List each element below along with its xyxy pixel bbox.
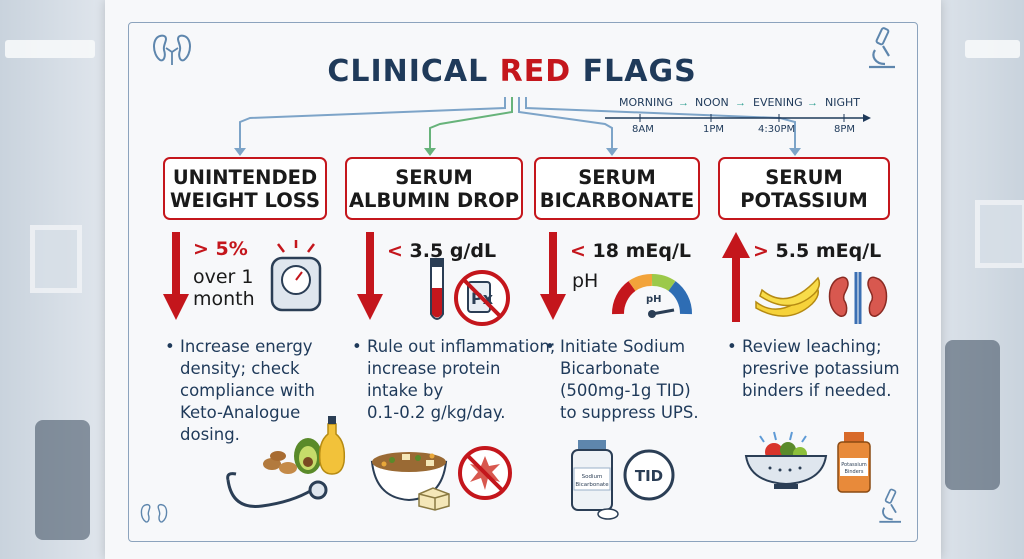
threshold-albumin: < 3.5 g/dL bbox=[387, 240, 497, 262]
timeline-label: EVENING bbox=[753, 96, 803, 109]
timeline-axis bbox=[605, 114, 871, 122]
flag-albumin-box: SERUM ALBUMIN DROP bbox=[345, 157, 523, 220]
nuts-avocado-oil-icon bbox=[263, 416, 346, 475]
ph-label: pH bbox=[572, 270, 599, 292]
kidney-icon bbox=[153, 34, 191, 65]
ceiling-light bbox=[5, 40, 95, 58]
timeline-label: NIGHT bbox=[825, 96, 860, 109]
action-weight-loss: • Increase energy density; check complia… bbox=[165, 337, 315, 444]
potassium-bottle-label-2: Binders bbox=[845, 469, 864, 475]
microscope-icon bbox=[869, 27, 895, 69]
ph-gauge-label: pH bbox=[646, 294, 662, 305]
threshold-subtext: over 1 month bbox=[193, 266, 255, 310]
flag-weight-loss-box: UNINTENDED WEIGHT LOSS bbox=[163, 157, 327, 220]
kidney-icon bbox=[828, 272, 888, 324]
microscope-icon bbox=[879, 488, 901, 523]
no-medication-icon: Px bbox=[454, 270, 510, 326]
bullet-dot: • bbox=[545, 337, 555, 356]
scale-icon bbox=[270, 240, 322, 312]
timeline-time: 4:30PM bbox=[758, 124, 796, 135]
flag-bicarbonate-box: SERUM BICARBONATE bbox=[534, 157, 700, 220]
action-albumin: • Rule out inflammation; increase protei… bbox=[352, 337, 556, 422]
colander-vegetables-icon bbox=[744, 431, 828, 489]
arrow-right-icon: → bbox=[678, 97, 689, 109]
ph-gauge-icon: pH bbox=[612, 274, 692, 318]
timeline-time: 8AM bbox=[632, 124, 654, 135]
threshold-bicarbonate: < 18 mEq/L bbox=[570, 240, 692, 262]
stethoscope-icon bbox=[226, 472, 328, 508]
banana-icon bbox=[755, 276, 821, 317]
arrow-down-icon bbox=[540, 232, 566, 320]
wall-frame bbox=[30, 225, 82, 293]
kidney-icon bbox=[140, 503, 168, 523]
timeline-label: MORNING bbox=[619, 96, 674, 109]
tofu-icon bbox=[418, 487, 450, 511]
arrow-right-icon: → bbox=[735, 97, 746, 109]
potassium-bottle-label-1: Potassium bbox=[841, 462, 867, 468]
dosing-timeline: MORNING → NOON → EVENING → NIGHT 8AM 1PM… bbox=[605, 96, 880, 146]
bullet-dot: • bbox=[352, 337, 362, 356]
sodium-bicarbonate-bottle-icon: Sodium Bicarbonate bbox=[571, 440, 619, 520]
action-potassium: • Review leaching; presrive potassium bi… bbox=[727, 337, 900, 400]
threshold-potassium: > 5.5 mEq/L bbox=[753, 240, 882, 262]
timeline-label: NOON bbox=[695, 96, 729, 109]
no-inflammation-icon bbox=[458, 446, 512, 500]
arrow-right-icon: → bbox=[807, 97, 818, 109]
arrow-down-icon bbox=[357, 232, 383, 320]
bullet-dot: • bbox=[727, 337, 737, 356]
arrow-down-icon bbox=[163, 232, 189, 320]
timeline-time: 8PM bbox=[834, 124, 856, 135]
sodium-bottle-label-1: Sodium bbox=[582, 474, 603, 480]
arrow-up-icon bbox=[722, 232, 750, 322]
potassium-binders-bottle-icon: Potassium Binders bbox=[837, 432, 871, 493]
timeline-time: 1PM bbox=[703, 124, 725, 135]
chair bbox=[945, 340, 1000, 490]
test-tube-icon bbox=[430, 258, 444, 320]
chair bbox=[35, 420, 90, 540]
board-frame bbox=[128, 22, 918, 542]
bullet-dot: • bbox=[165, 337, 175, 356]
clock-icon: TID bbox=[623, 449, 675, 501]
wall-frame bbox=[975, 200, 1024, 268]
action-bicarbonate: • Initiate Sodium Bicarbonate (500mg-1g … bbox=[545, 337, 699, 422]
sodium-bottle-label-2: Bicarbonate bbox=[575, 482, 609, 488]
page-title: CLINICAL RED FLAGS bbox=[327, 54, 697, 89]
tid-clock-label: TID bbox=[635, 467, 663, 485]
flag-potassium-box: SERUM POTASSIUM bbox=[718, 157, 890, 220]
ceiling-light bbox=[965, 40, 1020, 58]
threshold-weight-loss: > 5% bbox=[193, 238, 248, 260]
